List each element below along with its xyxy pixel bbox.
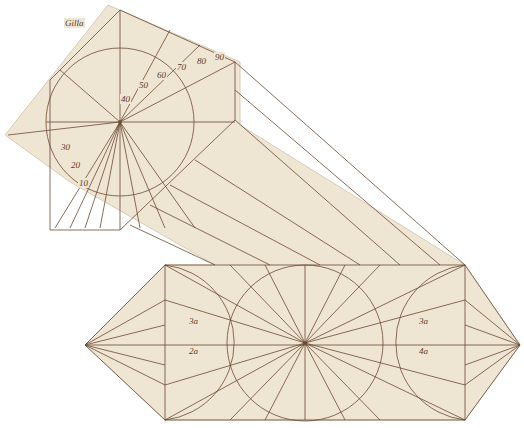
scale-label: 3a bbox=[418, 316, 429, 326]
scale-label: 2a bbox=[188, 346, 199, 356]
scale-label: 50 bbox=[138, 80, 149, 90]
scale-label: 3a bbox=[188, 316, 199, 326]
scale-label: 60 bbox=[156, 70, 167, 80]
scale-label: Gilla bbox=[64, 18, 85, 28]
scale-label: 80 bbox=[196, 56, 207, 66]
scale-label: 70 bbox=[176, 62, 187, 72]
scale-label: 20 bbox=[70, 160, 81, 170]
scale-label: 30 bbox=[60, 142, 71, 152]
scale-label: 40 bbox=[120, 94, 131, 104]
scale-label: 4a bbox=[418, 346, 429, 356]
scale-label: 10 bbox=[78, 178, 89, 188]
scale-label: 90 bbox=[214, 52, 225, 62]
